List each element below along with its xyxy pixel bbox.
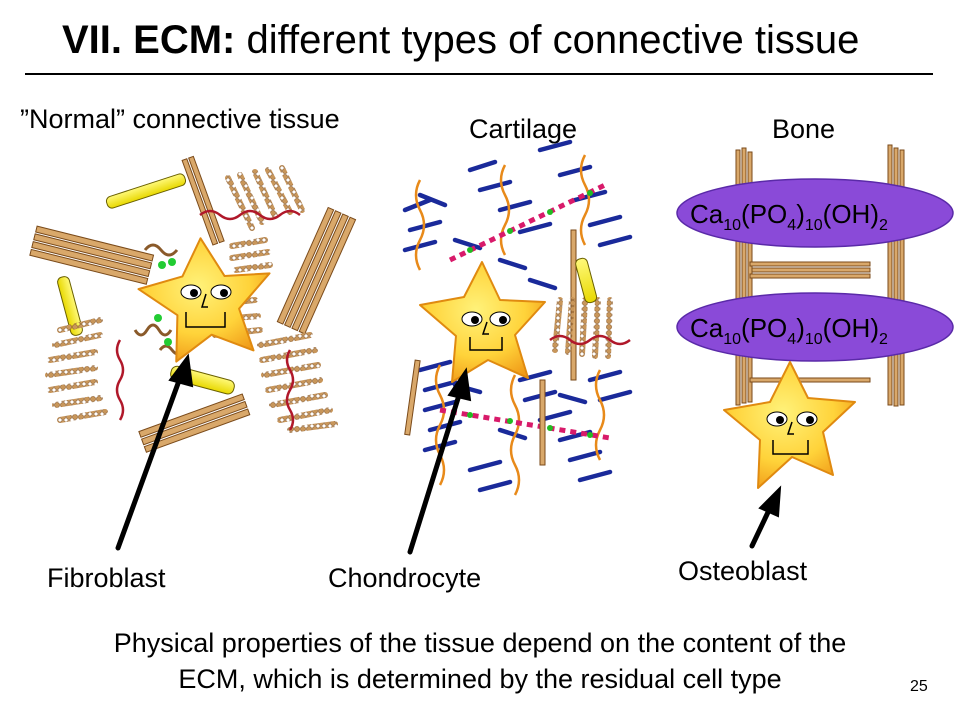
caption-line-1: Physical properties of the tissue depend…: [113, 628, 847, 658]
proteoglycan-core: [414, 154, 606, 496]
cell-face: [180, 284, 232, 328]
title-underline: [25, 73, 933, 75]
hydroxyapatite-formula: Ca10(PO4)10(OH)2: [690, 313, 888, 348]
normal-tissue-label: ”Normal” connective tissue: [20, 104, 340, 134]
hydroxyapatite-formula: Ca10(PO4)10(OH)2: [690, 199, 888, 234]
cartilage-matrix: [402, 139, 633, 496]
caption-line-2: ECM, which is determined by the residual…: [178, 664, 782, 694]
fibroblast-cell: [137, 237, 271, 363]
cartilage-crosslink: [549, 334, 631, 346]
chondrocyte-label: Chondrocyte: [328, 563, 482, 593]
slide-caption: Physical properties of the tissue depend…: [0, 625, 960, 697]
cell-face: [766, 411, 818, 455]
hyaluronan-node: [467, 190, 593, 438]
osteoblast-cell: [723, 361, 856, 489]
normal-connective-tissue-matrix: [29, 155, 357, 453]
bone-label: Bone: [772, 114, 836, 144]
cartilage-collagen-beads: [552, 297, 613, 359]
fiber-crosslink: [115, 209, 301, 431]
osteoblast-label: Osteoblast: [678, 556, 808, 586]
pointer-arrow: [115, 353, 782, 555]
slide-title: VII. ECM: different types of connective …: [62, 18, 860, 62]
hyaluronan-chain: [439, 182, 611, 441]
cartilage-label: Cartilage: [469, 114, 578, 144]
chondrocyte-cell: [419, 261, 546, 383]
hydroxyapatite-ellipse: [676, 178, 954, 362]
bone-matrix: [676, 144, 954, 407]
glycoprotein-dot: [154, 258, 176, 346]
cartilage-elastic-rod: [575, 257, 598, 304]
collagen-bundle: [29, 155, 357, 453]
slide-number: 25: [910, 678, 928, 695]
fibroblast-label: Fibroblast: [47, 563, 166, 593]
bone-collagen-pillar: [735, 144, 905, 407]
cell-face: [461, 311, 511, 351]
